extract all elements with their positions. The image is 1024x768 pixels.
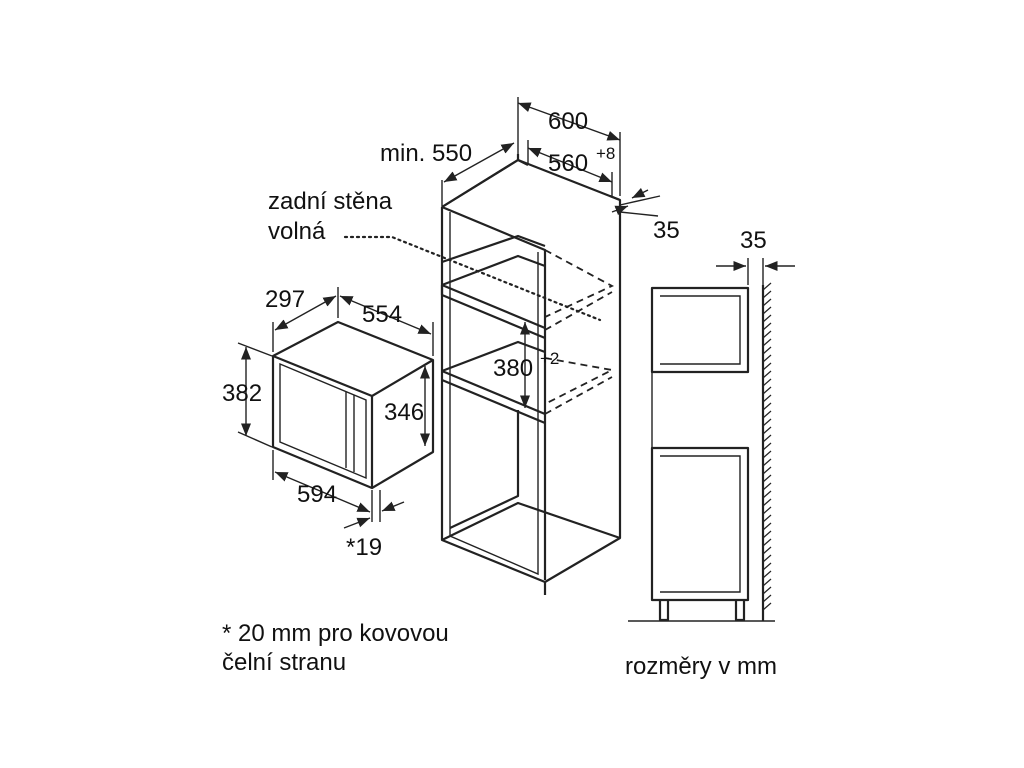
wall-hatch-line [762,402,772,411]
dim-35-rear [611,187,661,217]
wall-hatch-line [762,418,772,427]
wall-hatch-line [762,410,772,419]
wall-hatch-line [762,434,772,443]
wall-hatch-line [762,346,772,355]
label-382: 382 [222,380,262,407]
label-554: 554 [362,301,402,328]
wall-hatch-line [762,578,772,587]
label-600: 600 [548,108,588,135]
dim-35-side [716,258,795,285]
label-346: 346 [384,399,424,426]
label-297: 297 [265,286,305,313]
wall-hatch-line [762,474,772,483]
wall-hatch-line [762,314,772,323]
wall-hatch-line [762,338,772,347]
side-section [628,282,775,622]
footnote-line-2: čelní stranu [222,649,346,676]
wall-hatch-line [762,482,772,491]
wall-hatch-line [762,586,772,595]
label-594: 594 [297,481,337,508]
footnote-line-1: * 20 mm pro kovovou [222,620,449,647]
wall-hatch-line [762,514,772,523]
wall-hatch-line [762,490,772,499]
wall-hatch-line [762,298,772,307]
label-380-tolerance: +2 [540,349,559,368]
wall-hatch-line [762,498,772,507]
wall-hatch-line [762,290,772,299]
label-35-side: 35 [740,227,767,254]
dim-382 [237,342,273,448]
units-note: rozměry v mm [625,653,777,680]
dim-554 [339,295,434,356]
microwave [271,320,435,490]
wall-hatch-line [762,386,772,395]
wall-hatch-line [762,330,772,339]
wall-hatch-line [762,362,772,371]
label-rear-wall-1: zadní stěna [268,188,393,215]
wall-hatch-line [762,322,772,331]
dim-297 [272,287,339,352]
dim-600 [517,97,621,196]
wall-hatch-line [762,562,772,571]
dim-19 [343,490,405,529]
label-rear-wall-2: volná [268,218,326,245]
wall-hatch-line [762,282,772,291]
wall-hatch-line [762,426,772,435]
wall-hatch-line [762,546,772,555]
wall-hatch-line [762,530,772,539]
wall-hatch-line [762,458,772,467]
wall-hatch-line [762,570,772,579]
wall-hatch-line [762,450,772,459]
wall-hatch-line [762,394,772,403]
label-19: *19 [346,534,382,561]
label-560: 560 [548,150,588,177]
wall-hatch-line [762,594,772,603]
wall-hatch-line [762,378,772,387]
dim-min550 [441,142,515,207]
label-380: 380 [493,355,533,382]
wall-hatch-line [762,442,772,451]
label-560-tolerance: +8 [596,144,615,163]
dim-594 [272,450,373,522]
dim-560 [527,140,613,196]
wall-hatch-line [762,306,772,315]
wall-hatch-line [762,538,772,547]
label-min-550: min. 550 [380,140,472,167]
wall-hatch-line [762,506,772,515]
wall-hatch-line [762,354,772,363]
wall-hatch-line [762,370,772,379]
wall-hatch-line [762,522,772,531]
wall-hatch-line [762,554,772,563]
wall-hatch [762,282,772,611]
rear-wall-leader [343,235,602,322]
label-35-rear: 35 [653,217,680,244]
wall-hatch-line [762,466,772,475]
wall-hatch-line [762,602,772,611]
niche-rails [544,249,615,415]
